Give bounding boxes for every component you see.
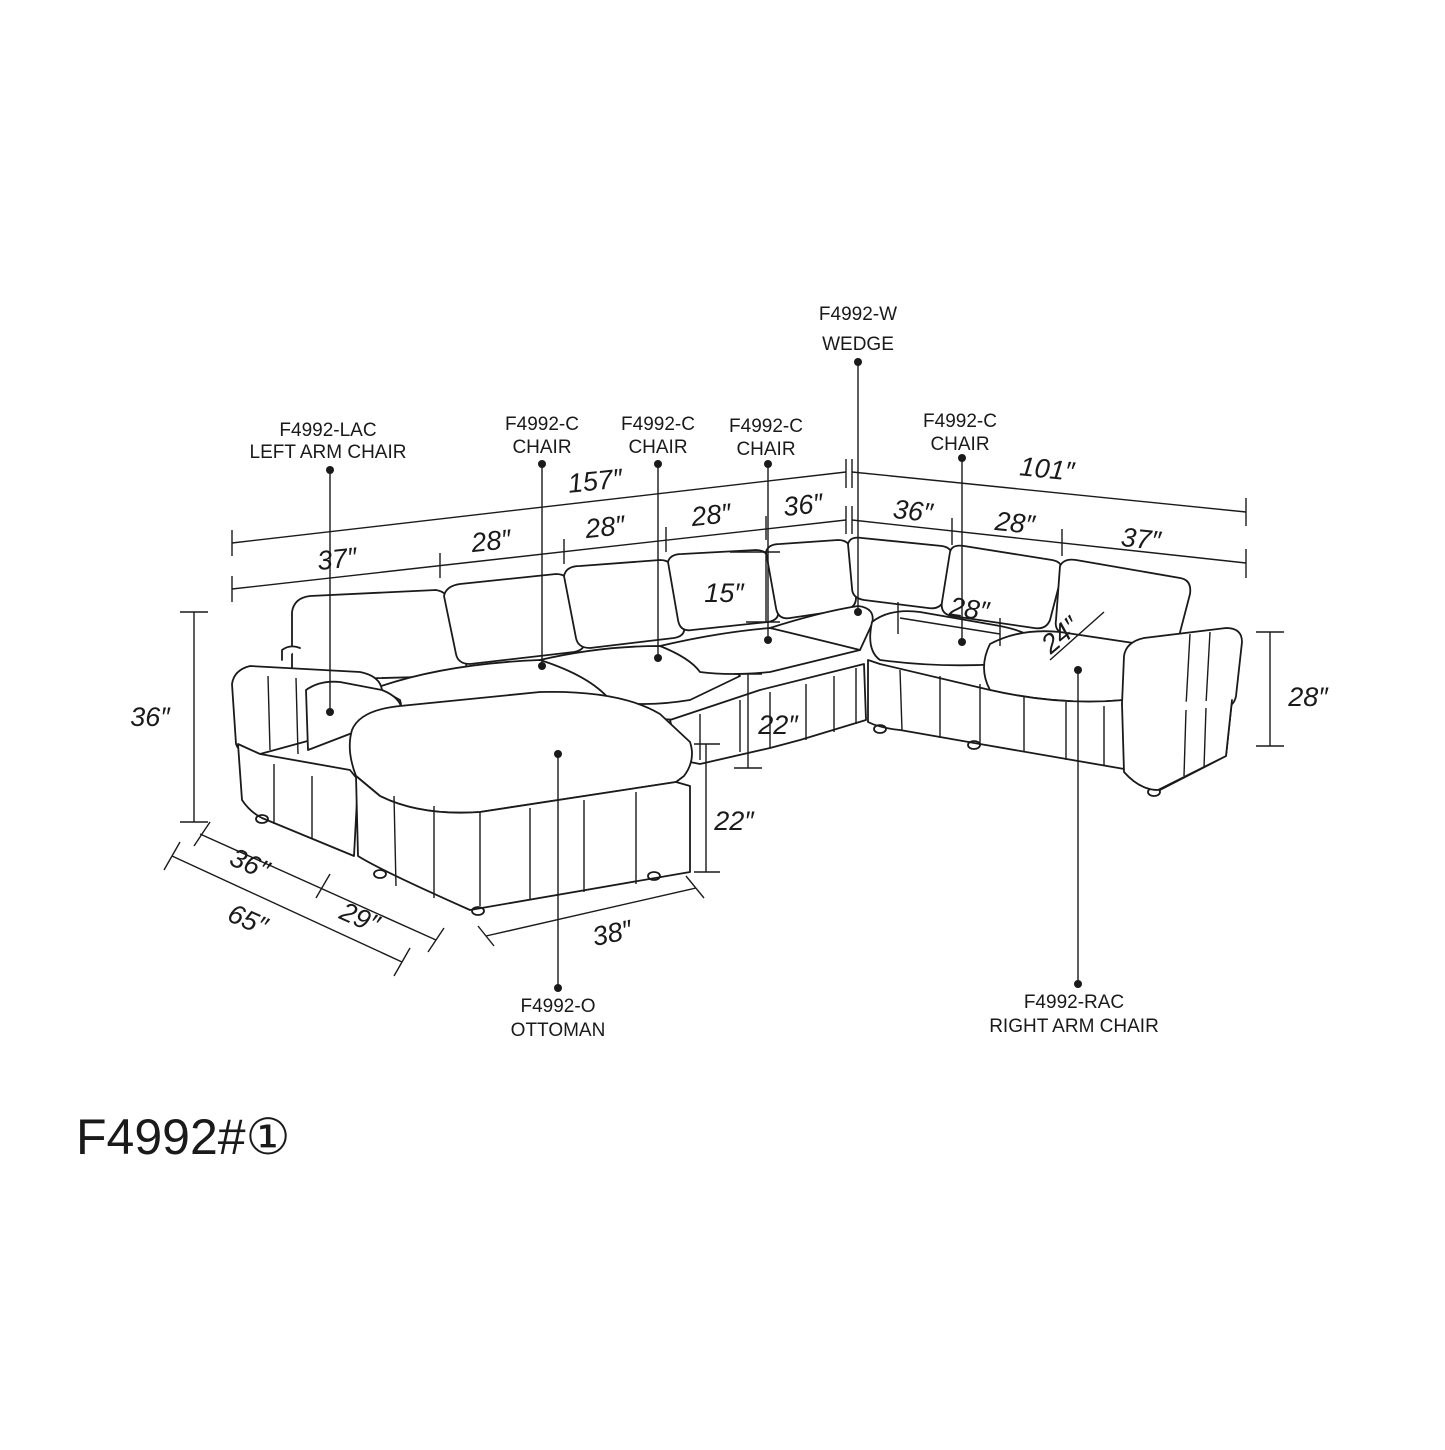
dim-seg-28-right: 28″ [993,506,1038,540]
back-cushions [291,536,1192,681]
dim-back-15: 15″ [704,578,745,608]
dim-seat-height-22-b: 22″ [713,806,755,836]
ottoman-code: F4992-O [521,996,596,1017]
dim-seat-28: 28″ [947,591,993,627]
ottoman-name: OTTOMAN [511,1020,606,1041]
chair4-name: CHAIR [930,434,989,455]
dim-depth-65: 65″ [223,898,273,942]
chair2-name: CHAIR [628,437,687,458]
dim-seg-28-a: 28″ [469,524,514,558]
dim-seg-36-right: 36″ [892,494,936,528]
ottoman-body [348,690,693,916]
dim-seat-height-22-a: 22″ [757,710,799,740]
wedge-name: WEDGE [822,334,894,355]
dimension-lines-side [163,551,1284,977]
dim-seg-37-left: 37″ [316,542,360,576]
dim-total-right: 101″ [1018,451,1077,487]
dim-seg-28-c: 28″ [689,498,734,532]
dim-arm-height-28: 28″ [1287,682,1329,712]
chair2-code: F4992-C [621,414,695,435]
dim-ottoman-38: 38″ [590,914,636,952]
dim-height-36: 36″ [130,702,171,732]
chair1-name: CHAIR [512,437,571,458]
rac-code: F4992-RAC [1024,992,1124,1013]
chair3-name: CHAIR [736,439,795,460]
lac-code: F4992-LAC [279,420,376,441]
chair4-code: F4992-C [923,411,997,432]
model-code: F4992#① [76,1109,291,1165]
wedge-code: F4992-W [819,304,897,325]
part-labels: F4992-W WEDGE F4992-LAC LEFT ARM CHAIR F… [250,304,1159,1041]
dim-seg-28-b: 28″ [583,510,628,544]
leader-lines [326,358,1082,992]
dimension-lines-top [231,459,1247,602]
dim-total-left: 157″ [566,463,625,499]
dim-seg-37-right: 37″ [1120,522,1164,556]
left-arm-chair-body [231,645,403,857]
lac-name: LEFT ARM CHAIR [250,442,407,463]
right-arm [1121,627,1243,791]
dim-depth-29: 29″ [335,896,386,941]
dim-seg-36-left: 36″ [782,488,826,522]
rac-name: RIGHT ARM CHAIR [989,1016,1159,1037]
chair1-code: F4992-C [505,414,579,435]
chair3-code: F4992-C [729,416,803,437]
